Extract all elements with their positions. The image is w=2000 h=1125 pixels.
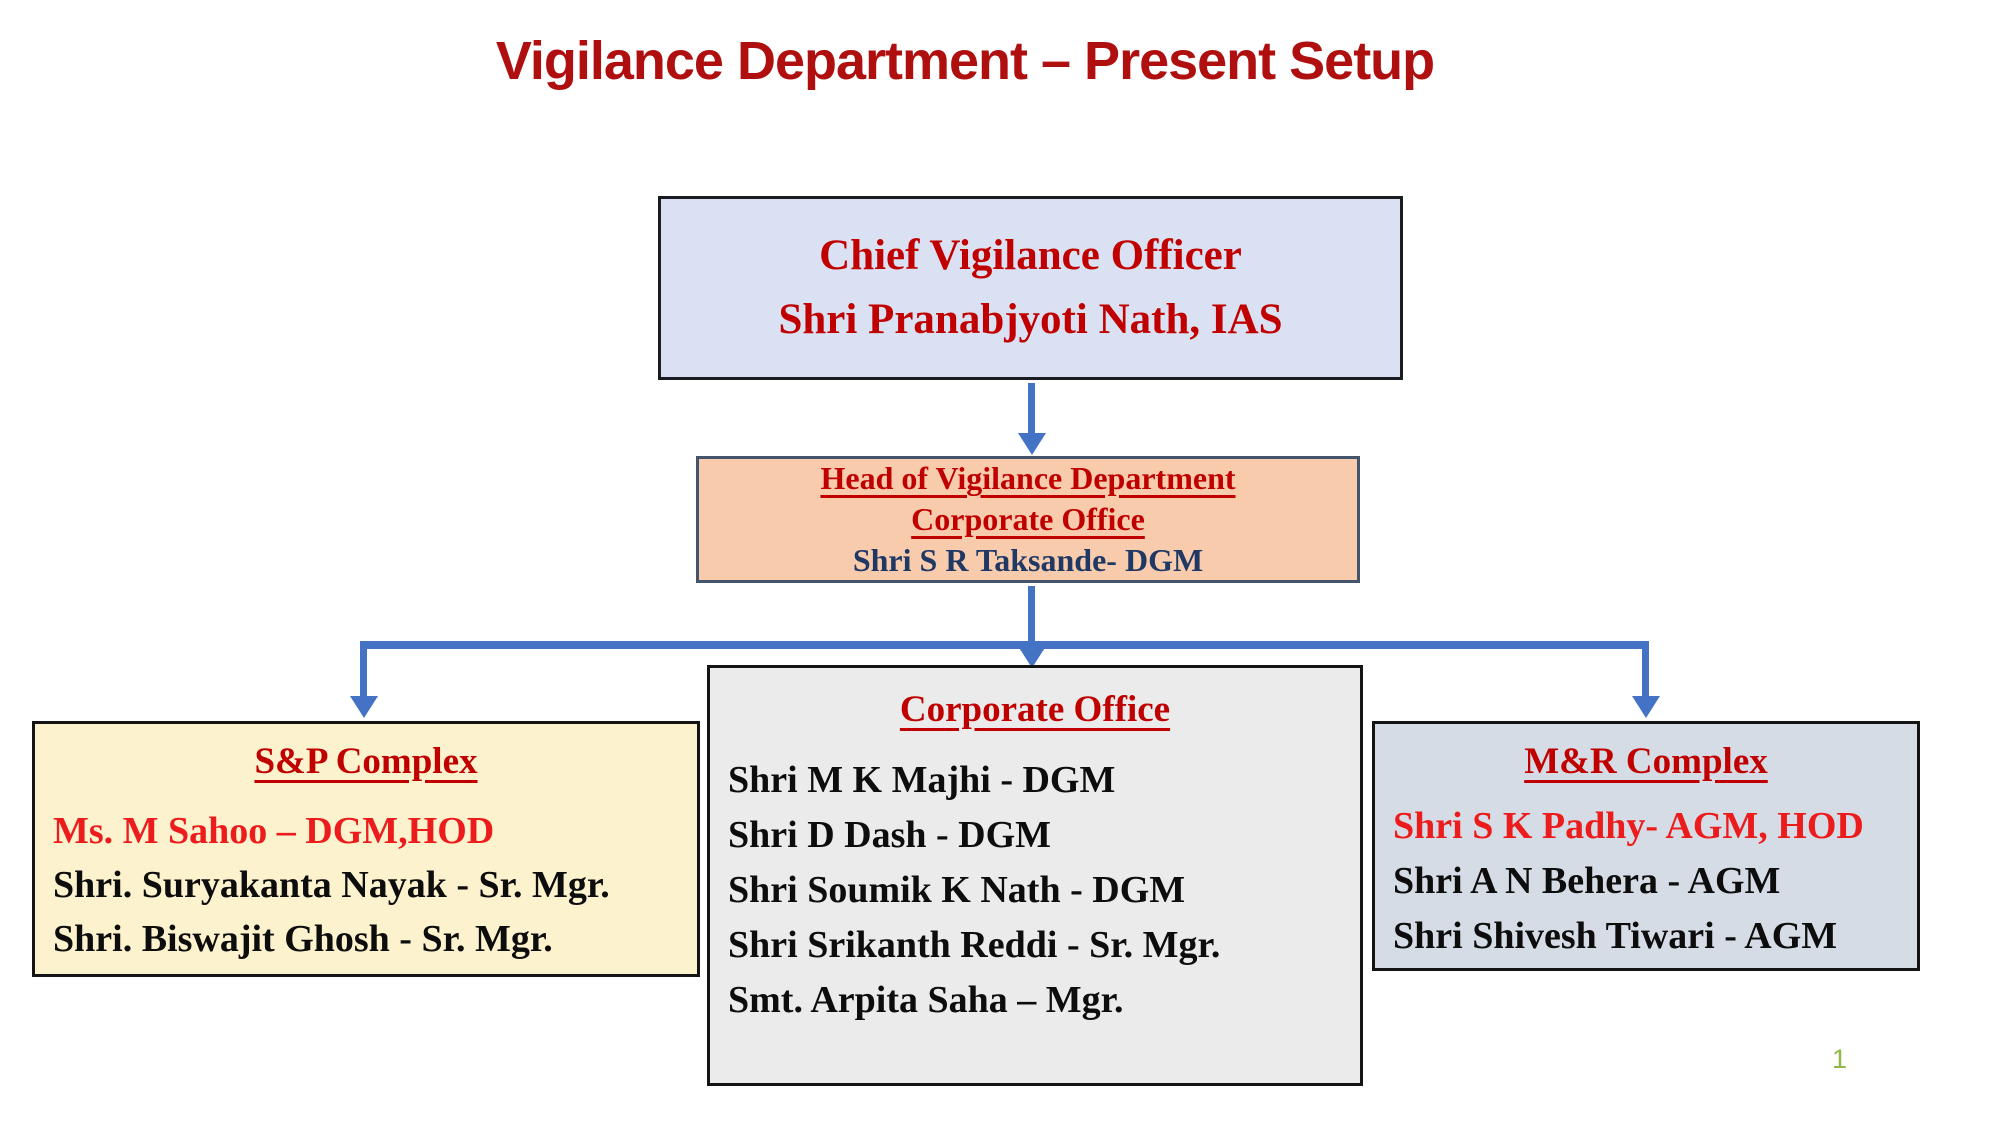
cvo-name: Shri Pranabjyoti Nath, IAS	[778, 296, 1283, 343]
corporate-office-member: Shri D Dash - DGM	[728, 814, 1052, 857]
arrowhead-to-mr-complex	[1632, 696, 1660, 718]
chief-vigilance-officer-box: Chief Vigilance Officer Shri Pranabjyoti…	[658, 196, 1403, 380]
head-title-line2: Corporate Office	[911, 501, 1145, 538]
corporate-office-member: Smt. Arpita Saha – Mgr.	[728, 979, 1124, 1022]
head-name: Shri S R Taksande- DGM	[852, 541, 1204, 578]
sp-complex-title: S&P Complex	[254, 741, 478, 782]
connector-branch-horizontal	[360, 641, 1649, 649]
mr-complex-hod: Shri S K Padhy- AGM, HOD	[1393, 805, 1864, 847]
mr-complex-member: Shri A N Behera - AGM	[1393, 860, 1781, 903]
sp-complex-member: Shri. Biswajit Ghosh - Sr. Mgr.	[53, 917, 553, 960]
corporate-office-member: Shri M K Majhi - DGM	[728, 759, 1116, 801]
arrowhead-to-sp-complex	[350, 696, 378, 718]
connector-cvo-to-head	[1028, 383, 1035, 435]
slide-title: Vigilance Department – Present Setup	[495, 31, 1435, 91]
connector-drop-right	[1642, 641, 1649, 698]
head-of-vigilance-box: Head of Vigilance Department Corporate O…	[696, 456, 1360, 583]
arrowhead-cvo-to-head	[1018, 433, 1046, 455]
arrowhead-to-corporate-office	[1018, 646, 1046, 668]
sp-complex-hod: Ms. M Sahoo – DGM,HOD	[53, 810, 495, 852]
corporate-office-box: Corporate Office Shri M K Majhi - DGM Sh…	[707, 665, 1363, 1086]
sp-complex-box: S&P Complex Ms. M Sahoo – DGM,HOD Shri. …	[32, 721, 700, 977]
page-number: 1	[1832, 1044, 1848, 1074]
cvo-role: Chief Vigilance Officer	[819, 231, 1242, 279]
corporate-office-member: Shri Soumik K Nath - DGM	[728, 869, 1186, 912]
corporate-office-title: Corporate Office	[899, 689, 1171, 730]
corporate-office-member: Shri Srikanth Reddi - Sr. Mgr.	[728, 924, 1221, 967]
mr-complex-title: M&R Complex	[1524, 741, 1768, 782]
mr-complex-box: M&R Complex Shri S K Padhy- AGM, HOD Shr…	[1372, 721, 1920, 971]
connector-drop-left	[360, 641, 367, 698]
sp-complex-member: Shri. Suryakanta Nayak - Sr. Mgr.	[53, 863, 610, 906]
head-title-line1: Head of Vigilance Department	[820, 460, 1236, 497]
mr-complex-member: Shri Shivesh Tiwari - AGM	[1393, 915, 1838, 958]
connector-head-stem	[1028, 586, 1035, 648]
